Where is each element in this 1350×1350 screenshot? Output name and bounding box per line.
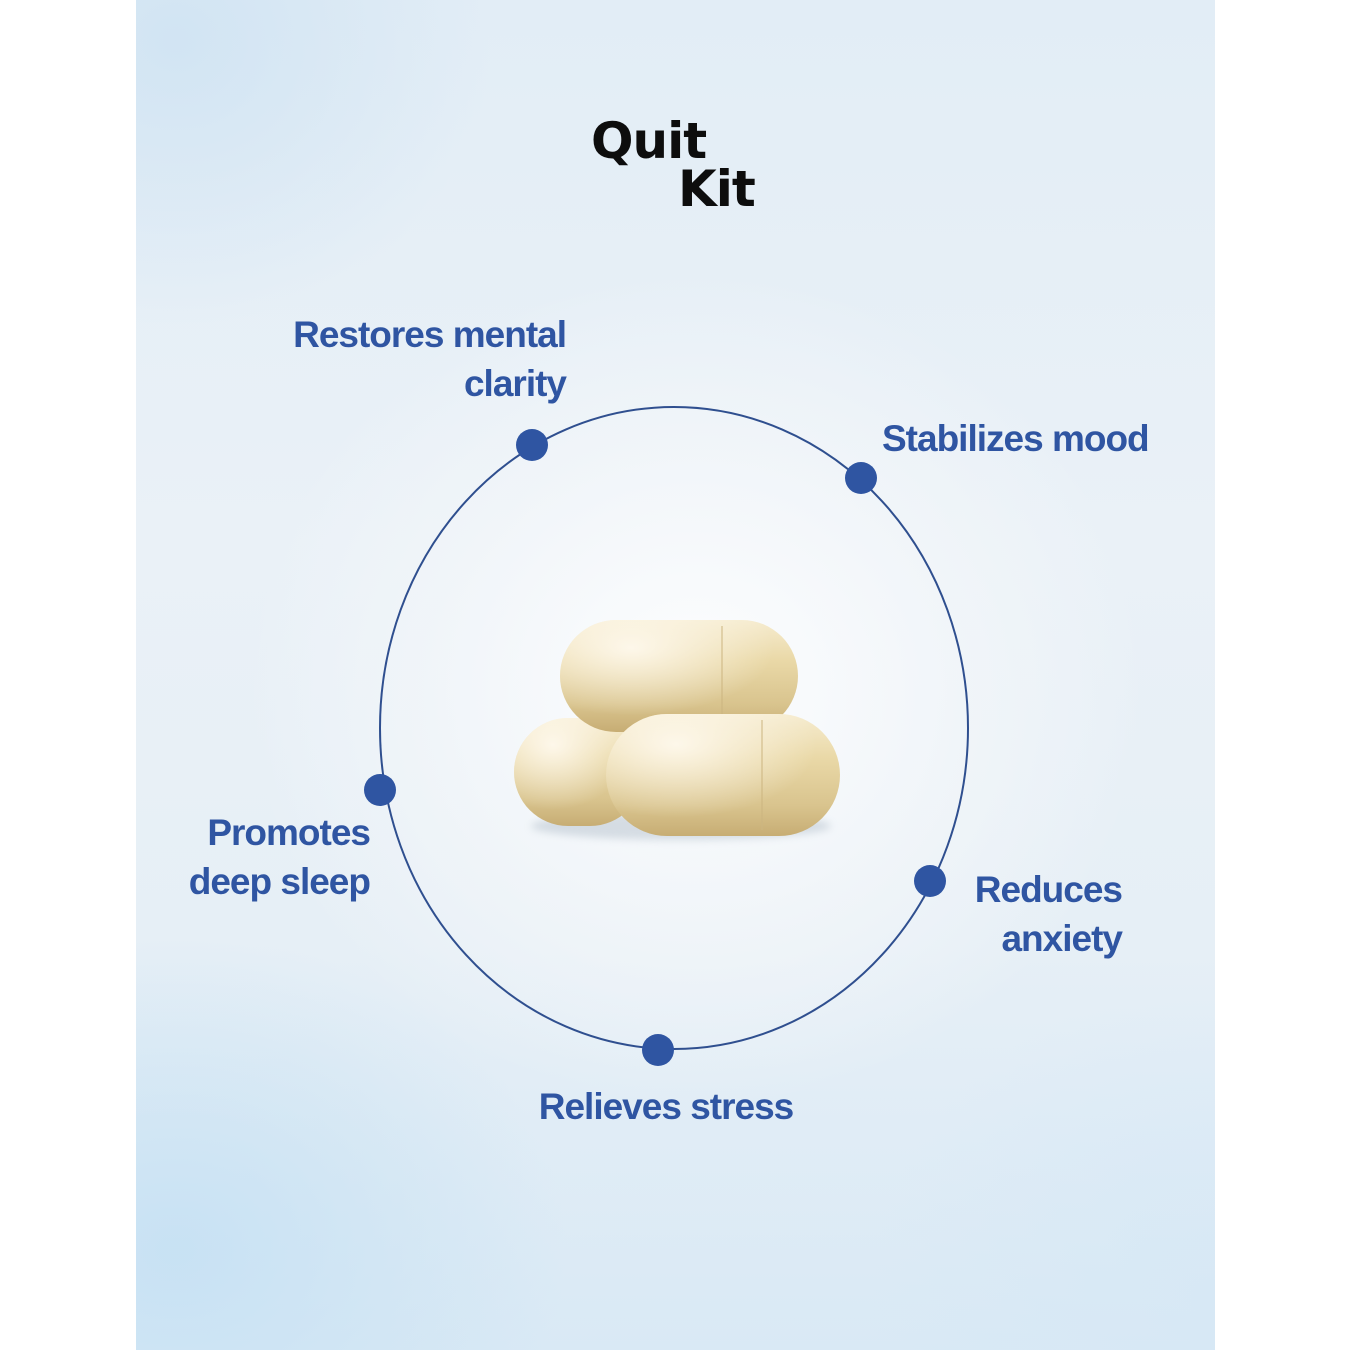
benefit-sleep-line2: deep sleep [188, 861, 371, 902]
capsule-top [560, 620, 798, 732]
benefit-stress: Relieves stress [516, 1082, 816, 1131]
benefit-ring [379, 406, 969, 1050]
benefit-mental-clarity-line2: clarity [463, 363, 567, 404]
brand-logo-line1: Quit [591, 112, 707, 170]
benefit-mood-line1: Stabilizes mood [882, 418, 1150, 459]
benefit-dot-stress [642, 1034, 674, 1066]
background-panel: Quit Kit Restores mental clarity Stabili… [136, 0, 1215, 1350]
brand-logo-line2: Kit [678, 160, 756, 218]
benefit-dot-anxiety [914, 865, 946, 897]
benefit-dot-mental-clarity [516, 429, 548, 461]
benefit-mental-clarity-line1: Restores mental [293, 314, 567, 355]
benefit-mood: Stabilizes mood [882, 414, 1182, 463]
benefit-stress-line1: Relieves stress [538, 1086, 794, 1127]
capsule-front [606, 714, 840, 836]
benefit-sleep: Promotes deep sleep [156, 808, 371, 906]
capsules-image [514, 620, 840, 840]
benefit-anxiety-line2: anxiety [1001, 918, 1123, 959]
benefit-anxiety-line1: Reduces [974, 869, 1123, 910]
benefit-dot-mood [845, 462, 877, 494]
benefit-sleep-line1: Promotes [207, 812, 371, 853]
benefit-dot-sleep [364, 774, 396, 806]
benefit-anxiety: Reduces anxiety [952, 865, 1123, 963]
benefit-mental-clarity: Restores mental clarity [266, 310, 567, 408]
benefit-circle-diagram [364, 406, 969, 1066]
